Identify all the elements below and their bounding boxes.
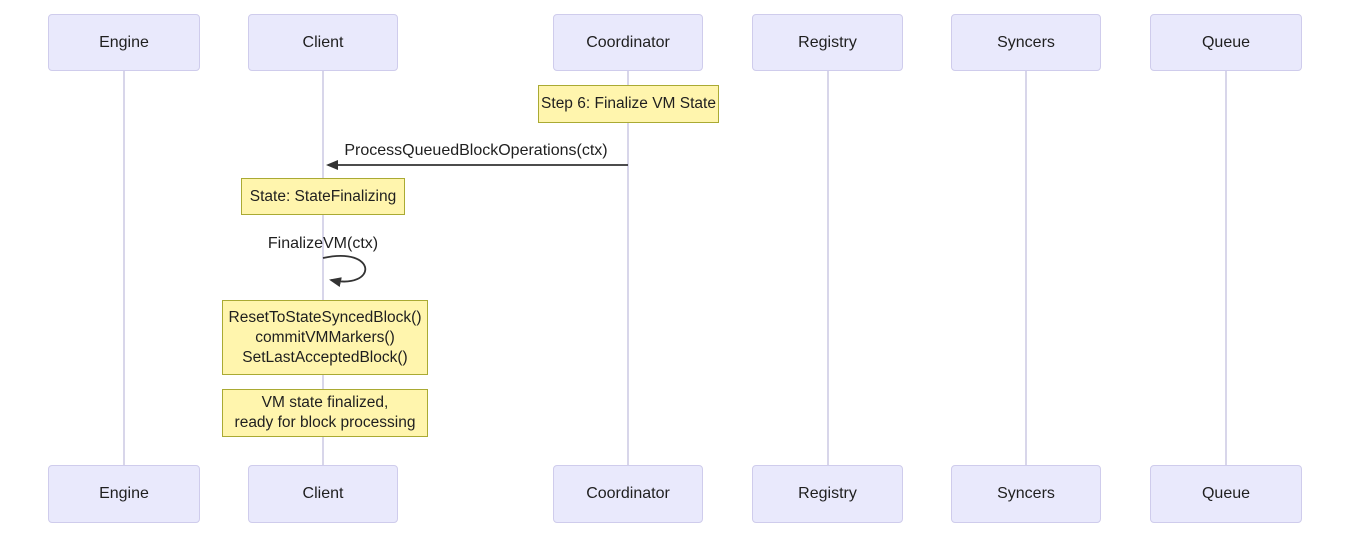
- actor-label: Coordinator: [586, 485, 670, 502]
- actor-label: Queue: [1201, 33, 1251, 51]
- actor-top-queue: Queue: [1150, 14, 1302, 71]
- actor-label: Engine: [99, 485, 149, 502]
- message-label-finalize-vm: FinalizeVM(ctx): [267, 235, 379, 252]
- note-line: ready for block processing: [234, 414, 416, 431]
- note-line: ResetToStateSyncedBlock(): [228, 308, 422, 326]
- actor-bottom-registry: Registry: [752, 465, 903, 523]
- actor-label: Registry: [798, 33, 857, 51]
- note-vm-state-finalized: VM state finalized, ready for block proc…: [222, 389, 428, 437]
- actor-label: Syncers: [997, 485, 1055, 502]
- actor-label: Queue: [1201, 485, 1251, 502]
- note-line: VM state finalized,: [261, 394, 389, 411]
- message-label-process-queued-block-operations: ProcessQueuedBlockOperations(ctx): [344, 142, 608, 159]
- actor-bottom-syncers: Syncers: [951, 465, 1101, 523]
- actor-label: Syncers: [997, 33, 1055, 51]
- actor-top-coordinator: Coordinator: [553, 14, 703, 71]
- actor-label: Client: [302, 33, 344, 51]
- note-step6-finalize-vm-state: Step 6: Finalize VM State: [538, 85, 719, 123]
- actor-top-registry: Registry: [752, 14, 903, 71]
- actor-top-client: Client: [248, 14, 398, 71]
- actor-label: Coordinator: [586, 33, 670, 51]
- actor-bottom-coordinator: Coordinator: [553, 465, 703, 523]
- note-state-finalizing: State: StateFinalizing: [241, 178, 405, 215]
- note-text: State: StateFinalizing: [249, 187, 397, 205]
- actor-label: Engine: [99, 33, 149, 51]
- actor-label: Client: [302, 485, 344, 502]
- actor-bottom-queue: Queue: [1150, 465, 1302, 523]
- actor-bottom-engine: Engine: [48, 465, 200, 523]
- note-line: commitVMMarkers(): [255, 328, 395, 346]
- note-line: SetLastAcceptedBlock(): [242, 348, 408, 366]
- actor-label: Registry: [798, 485, 857, 502]
- actor-top-engine: Engine: [48, 14, 200, 71]
- self-loop-arrow-client: [322, 255, 367, 287]
- actor-bottom-client: Client: [248, 465, 398, 523]
- actor-top-syncers: Syncers: [951, 14, 1101, 71]
- note-reset-commit-setlastaccepted: ResetToStateSyncedBlock() commitVMMarker…: [222, 300, 428, 375]
- note-text: Step 6: Finalize VM State: [541, 95, 716, 112]
